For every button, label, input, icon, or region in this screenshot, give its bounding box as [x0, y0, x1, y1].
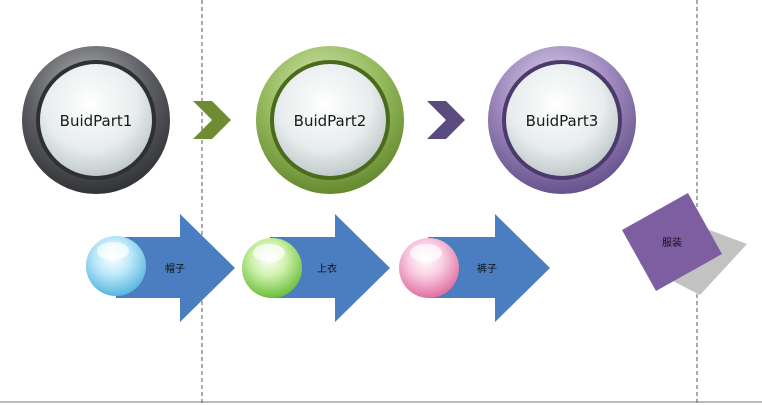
- part-2-ring: BuidPart2: [256, 46, 404, 194]
- part-1-ring: BuidPart1: [22, 46, 170, 194]
- part-3-ring: BuidPart3: [488, 46, 636, 194]
- item-3-label: 裤子: [477, 262, 497, 275]
- result-box-shape: [622, 193, 722, 291]
- chevron-right-icon: [427, 101, 465, 139]
- chevron-right-icon: [193, 101, 231, 139]
- result-box: 服装: [622, 193, 747, 295]
- part-1-label: BuidPart1: [60, 112, 133, 130]
- arrow-shape: [116, 214, 235, 322]
- arrow-shape: [270, 214, 390, 322]
- part-3-label: BuidPart3: [526, 112, 599, 130]
- part-2-label: BuidPart2: [294, 112, 367, 130]
- arrow-shape: [428, 214, 550, 322]
- item-1-label: 帽子: [165, 262, 185, 275]
- item-2-label: 上衣: [317, 262, 337, 275]
- item-arrow-2: 上衣: [242, 214, 390, 322]
- result-label: 服装: [662, 236, 682, 249]
- item-arrow-3: 裤子: [399, 214, 550, 322]
- item-arrow-1: 帽子: [86, 214, 235, 322]
